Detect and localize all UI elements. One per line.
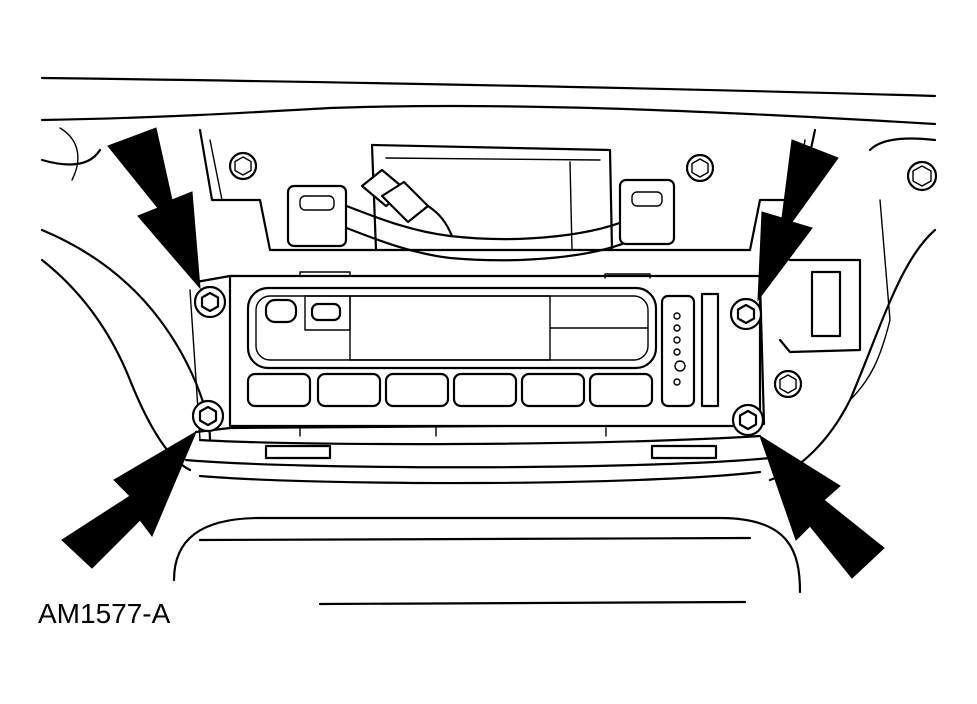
callout-arrow-lower-right	[759, 434, 885, 579]
climate-control-module	[194, 271, 766, 460]
lower-dashboard-contour	[172, 434, 802, 606]
module-screw-upper-left	[193, 285, 227, 319]
bracket-bolt-lower-right	[773, 369, 803, 399]
dashboard-upper-frame	[40, 76, 937, 181]
module-screw-lower-right	[731, 403, 765, 437]
right-side-panel	[768, 199, 937, 482]
module-screw-upper-right	[729, 297, 763, 331]
callout-arrow-lower-left	[61, 430, 198, 569]
module-screw-lower-left	[191, 399, 225, 433]
wiring-harness	[286, 168, 676, 262]
bracket-bolt-upper-left	[228, 151, 258, 181]
bracket-bolt-far-right	[906, 160, 938, 192]
callout-arrow-upper-left	[107, 127, 201, 290]
figure-id-label: AM1577-A	[38, 598, 171, 629]
bracket-bolt-upper-right	[685, 153, 715, 183]
callout-arrow-upper-right	[757, 139, 839, 302]
